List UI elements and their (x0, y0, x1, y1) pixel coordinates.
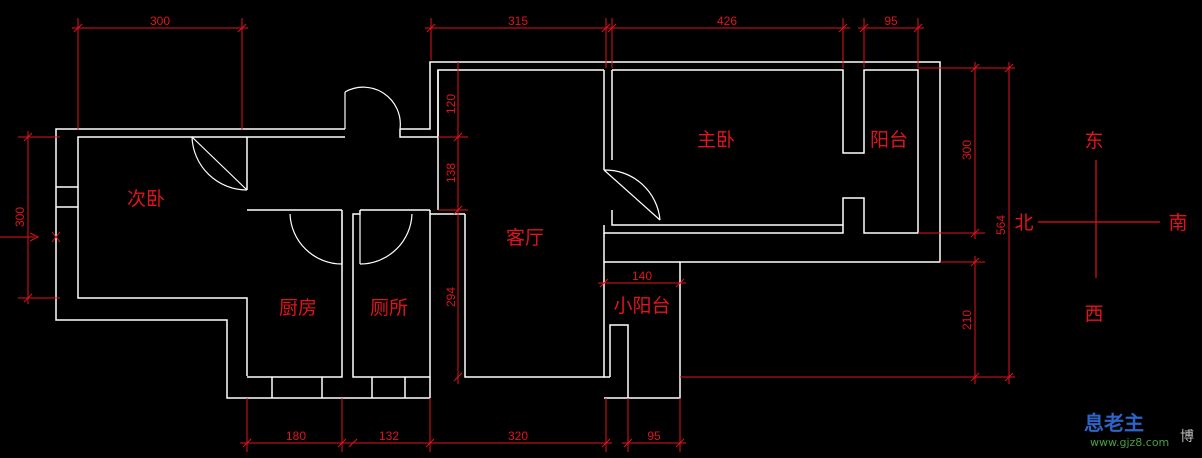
master-bedroom-outer-wall (603, 225, 844, 234)
kitchen-door-arc (289, 213, 343, 265)
kitchen-toilet-wall (247, 210, 343, 378)
compass-west: 西 (1084, 303, 1103, 325)
living-room-wall (464, 214, 604, 378)
compass-north: 北 (1014, 212, 1033, 234)
small-balcony-wall (609, 324, 629, 398)
dim-left-height: 300 (13, 207, 27, 227)
dim-bottom-living: 320 (508, 429, 528, 443)
walls (55, 61, 941, 399)
door-leaf (603, 169, 661, 221)
second-bedroom-inner-wall (77, 136, 345, 376)
dimension-labels: 300 315 426 95 300 120 138 294 300 210 5… (13, 14, 1008, 443)
compass-east: 东 (1084, 130, 1103, 152)
toilet-door-arc (359, 213, 413, 265)
dim-bottom-small-balcony: 95 (647, 429, 661, 443)
kitchen-toilet-wall (352, 210, 430, 378)
compass: 东 北 南 西 (1014, 130, 1187, 325)
watermark-site: www.gjz8.com (1090, 436, 1169, 449)
bedroom-door-arc (191, 136, 248, 191)
room-small-balcony: 小阳台 (613, 295, 670, 317)
dim-top-balcony: 95 (884, 14, 898, 28)
entrance-outer-wall (400, 61, 941, 399)
room-labels: 次卧 主卧 阳台 客厅 厨房 厕所 小阳台 (127, 129, 908, 319)
watermark-suffix: 博 (1180, 428, 1194, 445)
dim-right-210: 210 (960, 310, 974, 330)
doors (191, 86, 661, 265)
dim-mid-294: 294 (444, 287, 458, 307)
dim-mid-120: 120 (444, 94, 458, 114)
watermark-logo: 息老主 (1084, 411, 1144, 435)
dim-small-balcony-width: 140 (632, 269, 652, 283)
dim-top-master-bedroom: 426 (717, 14, 737, 28)
small-balcony-wall (603, 233, 610, 378)
dim-top-second-bedroom: 300 (150, 14, 170, 28)
room-living-room: 客厅 (506, 227, 544, 249)
dim-bottom-toilet: 132 (379, 429, 399, 443)
second-bedroom-outer-wall (55, 128, 430, 399)
dim-right-total: 564 (994, 215, 1008, 235)
room-master-bedroom: 主卧 (697, 129, 735, 151)
compass-south: 南 (1168, 212, 1187, 234)
dimension-lines (0, 18, 1015, 452)
room-kitchen: 厨房 (279, 297, 317, 319)
dim-mid-138: 138 (444, 163, 458, 183)
master-door-arc (603, 169, 661, 221)
room-second-bedroom: 次卧 (127, 188, 165, 210)
room-toilet: 厕所 (370, 297, 408, 319)
entrance-door-arc (344, 86, 401, 130)
room-balcony: 阳台 (870, 129, 908, 151)
dim-top-living-room: 315 (508, 14, 528, 28)
dim-bottom-kitchen: 180 (286, 429, 306, 443)
door-leaf (191, 136, 248, 191)
dim-right-300: 300 (960, 140, 974, 160)
watermark: 息老主 博 www.gjz8.com (1084, 411, 1194, 449)
